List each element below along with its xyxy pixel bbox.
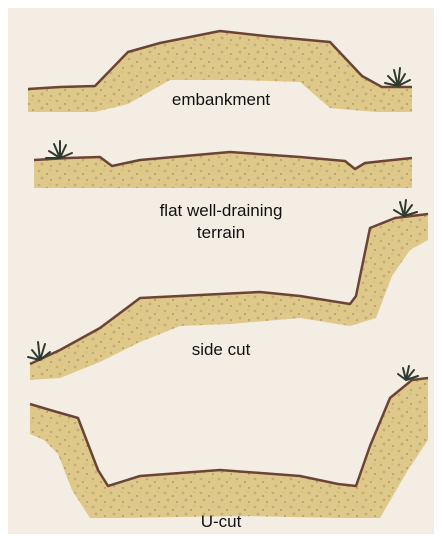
flat-terrain-label-line2: terrain — [0, 222, 442, 244]
embankment-label: embankment — [0, 89, 442, 111]
flat-terrain-label-line1: flat well-draining — [0, 200, 442, 222]
side-cut-label: side cut — [0, 339, 442, 361]
u-cut-label: U-cut — [0, 511, 442, 533]
